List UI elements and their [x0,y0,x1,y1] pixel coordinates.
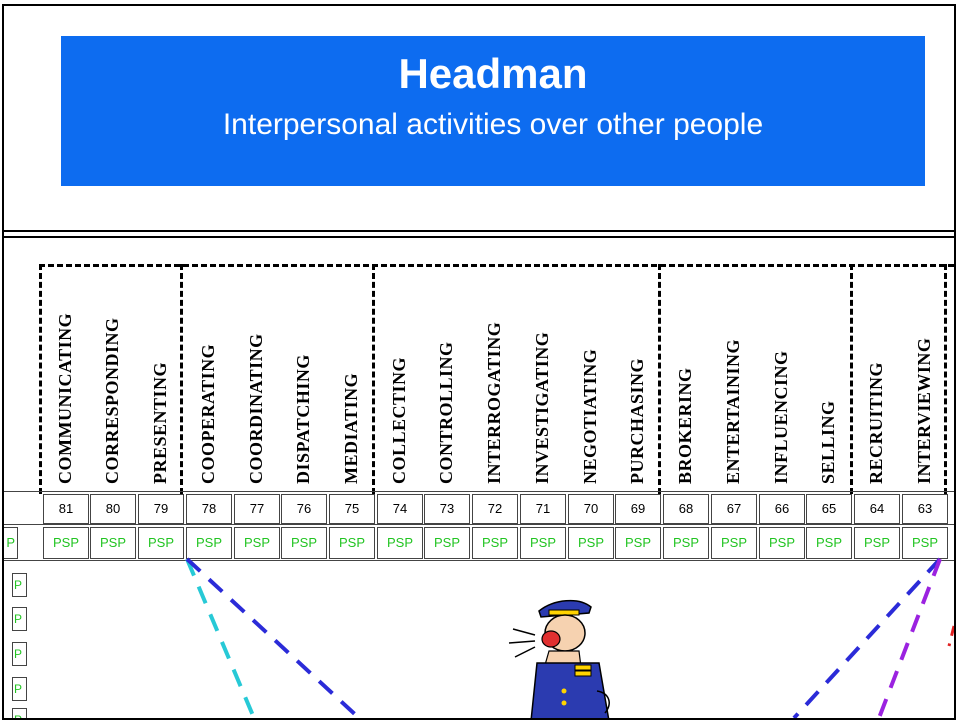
side-code-cell: P [12,607,27,631]
row-separator [4,491,954,492]
activity-number: 70 [568,494,614,524]
activity-number: 78 [186,494,232,524]
activity-number: 74 [377,494,423,524]
activity-code: PSP [902,527,948,559]
activity-number: 69 [615,494,661,524]
activity-number: 77 [234,494,280,524]
activity-code: PSP [663,527,709,559]
activity-number: 76 [281,494,327,524]
activity-code: PSP [43,527,89,559]
activity-number: 67 [711,494,757,524]
activity-number: 81 [43,494,89,524]
group-bracket-top [39,264,954,267]
side-code-cell: P [12,677,27,701]
activity-code: PSP [806,527,852,559]
side-code-cell: P [12,573,27,597]
activity-code: PSP [424,527,470,559]
activity-number: 65 [806,494,852,524]
group-divider [850,264,853,494]
divider-line [4,230,954,232]
activity-code: PSP [854,527,900,559]
group-divider [372,264,375,494]
side-code-cell: P [12,708,27,718]
activity-code: PSP [759,527,805,559]
activity-code: PSP [329,527,375,559]
activity-code: PSP [234,527,280,559]
shouting-officer-icon [508,599,610,718]
group-divider [180,264,183,494]
activity-code: PSP [138,527,184,559]
activity-number: 64 [854,494,900,524]
row-separator [4,524,954,525]
edge-code-cell: P [4,527,18,559]
group-divider [944,264,947,494]
row-separator [4,560,954,561]
activity-code: PSP [90,527,136,559]
activity-number: 68 [663,494,709,524]
connection-line-red [947,625,954,647]
activity-number: 71 [520,494,566,524]
activity-number: 73 [424,494,470,524]
connection-line-blue [185,557,361,718]
divider-line [4,236,954,238]
activity-code: PSP [711,527,757,559]
activity-number: 63 [902,494,948,524]
activity-code: PSP [520,527,566,559]
activity-code: PSP [472,527,518,559]
connection-lines [185,557,954,718]
activity-number: 72 [472,494,518,524]
activity-number: 66 [759,494,805,524]
activity-number: 75 [329,494,375,524]
activity-number: 79 [138,494,184,524]
activity-code: PSP [568,527,614,559]
group-divider [658,264,661,494]
slide-frame: Headman Interpersonal activities over ot… [2,4,956,720]
activity-code: PSP [615,527,661,559]
activity-code: PSP [377,527,423,559]
group-divider [39,264,42,494]
side-code-cell: P [12,642,27,666]
title-banner: Headman Interpersonal activities over ot… [61,36,925,186]
activity-code: PSP [186,527,232,559]
activity-code: PSP [281,527,327,559]
slide-title: Headman [398,50,588,97]
slide-subtitle: Interpersonal activities over other peop… [222,108,764,141]
activity-number: 80 [90,494,136,524]
connection-line-purple [877,558,942,718]
connection-line-blue [792,557,942,718]
connection-line-cyan [185,558,256,718]
